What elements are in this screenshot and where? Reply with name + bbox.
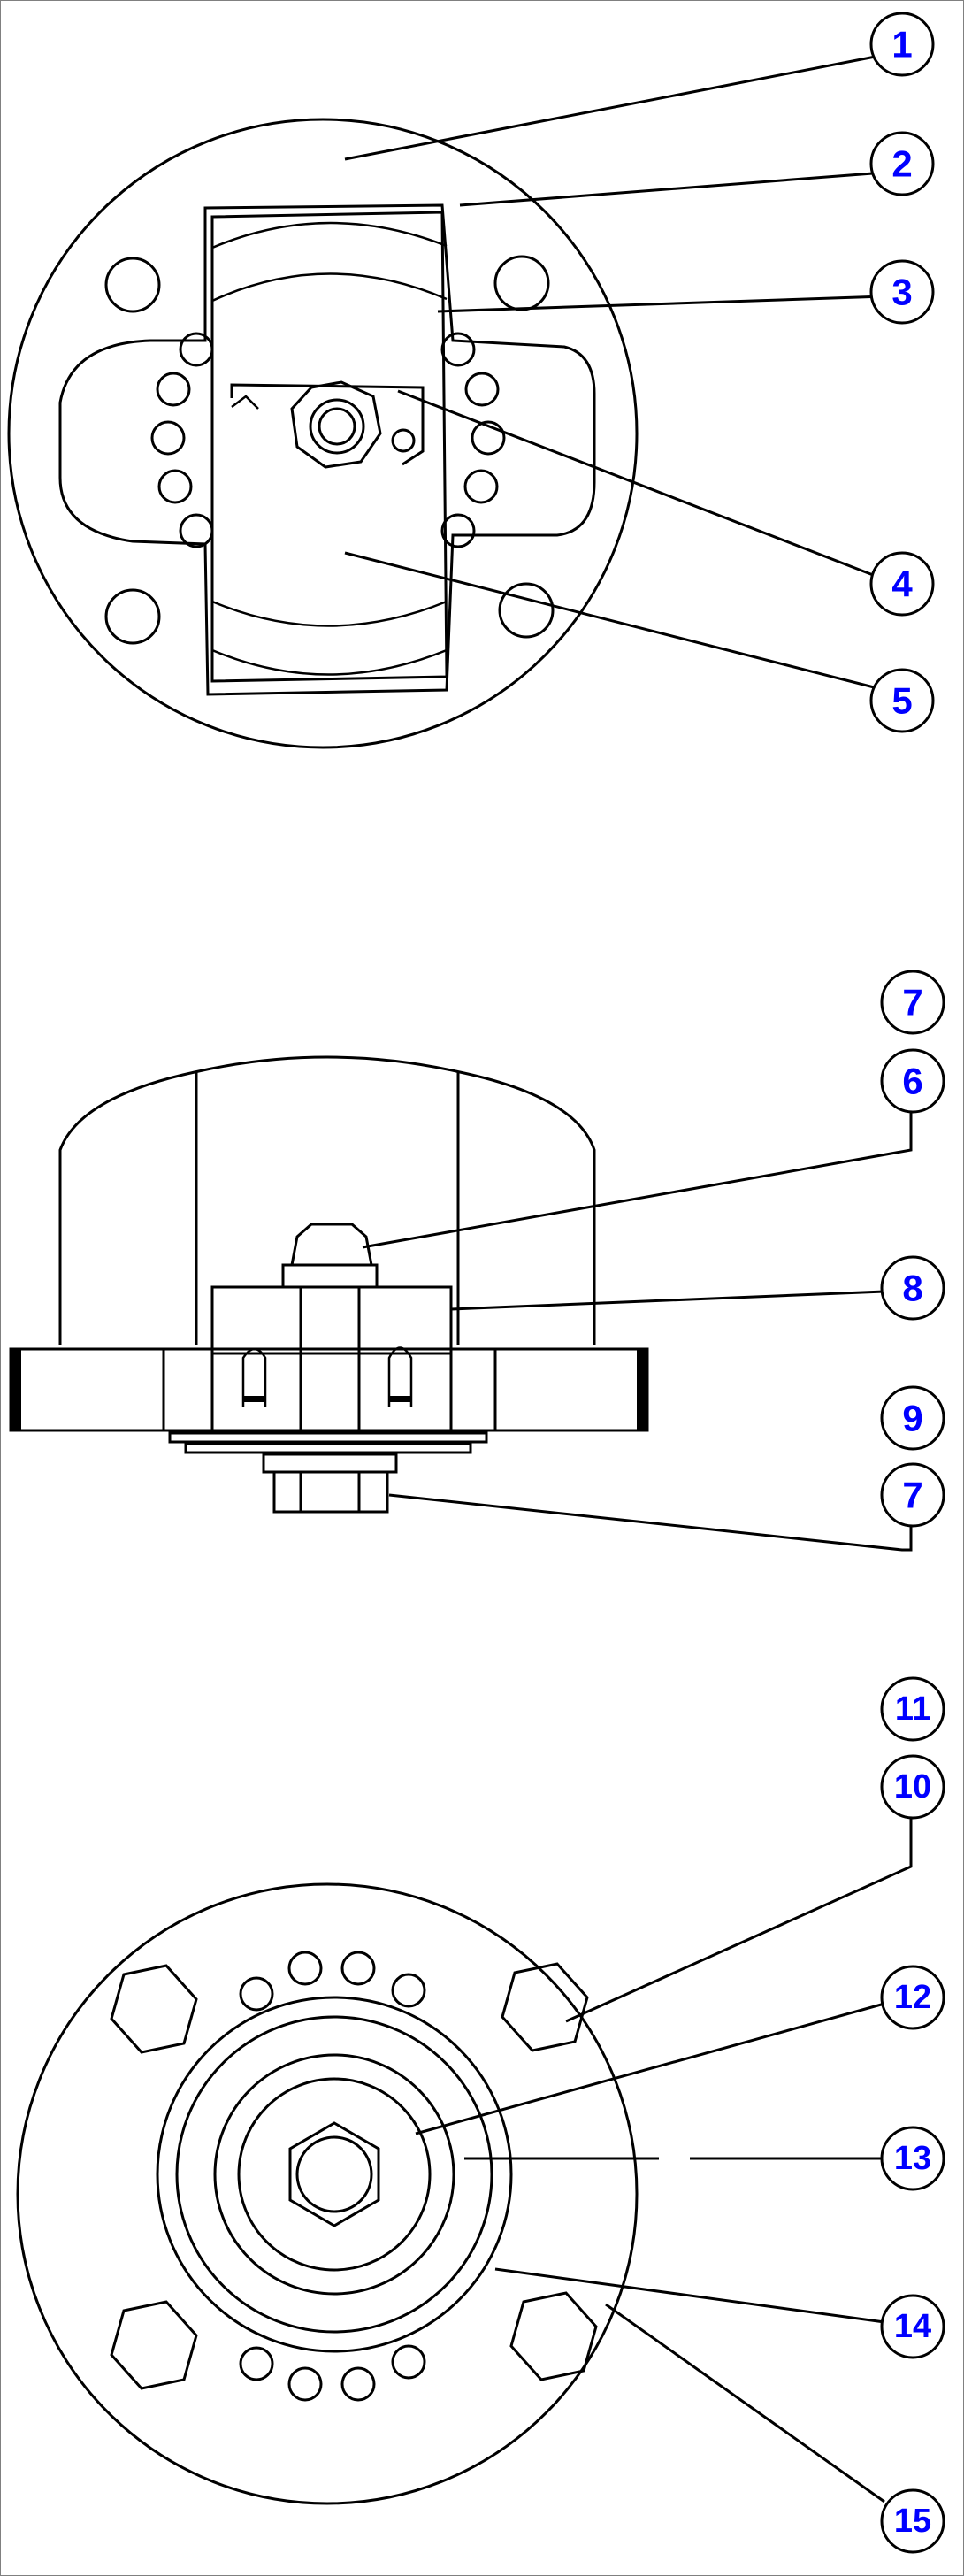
callout-6: 6 [880,1048,945,1114]
roller-bearing [150,332,506,548]
flange-edge-right [637,1349,647,1430]
svg-text:9: 9 [902,1398,922,1439]
svg-text:13: 13 [894,2140,931,2177]
callout-2: 2 [869,131,935,196]
bearing-block [210,1285,453,1432]
svg-text:4: 4 [891,564,913,605]
svg-text:10: 10 [894,1768,931,1806]
svg-text:8: 8 [902,1268,922,1309]
bolt-hole-bottom-right [498,582,555,639]
shim [262,1453,398,1474]
callout-1: 1 [869,12,935,77]
callout-13: 13 [880,2126,945,2191]
view-2-side-view [9,1055,649,1514]
lower-nut [272,1470,389,1514]
port-holes [239,1951,426,2402]
bolt-hole-top-left [104,257,161,313]
svg-text:12: 12 [894,1979,931,2016]
svg-text:11: 11 [895,1690,930,1728]
gasket-1 [168,1431,488,1444]
callout-4: 4 [869,551,935,617]
lock-tab [231,395,259,410]
hex-bolt-top-right [501,1962,589,2052]
nut-washer [309,398,365,455]
bearing-race [213,2053,455,2296]
gasket-2 [184,1442,472,1454]
center-hex-nut [288,2121,380,2227]
callouts: 1 2 3 4 5 7 6 8 9 7 11 10 12 13 14 [869,12,945,2554]
hex-bolt-bottom-right [509,2291,598,2381]
flange-inner-profile [58,203,596,696]
callout-14: 14 [880,2294,945,2359]
bolt-hole-top-right [493,255,550,311]
svg-text:6: 6 [902,1061,922,1102]
end-plate-outline [16,1882,639,2505]
view-3-bottom-view [16,1882,639,2505]
plate-arc-top-2 [211,272,448,303]
callout-10: 10 [880,1754,945,1820]
callout-15: 15 [880,2488,945,2554]
plate-arc-top-1 [211,221,448,249]
hex-bolt-bottom-left [110,2300,198,2390]
callout-9: 9 [880,1385,945,1451]
svg-text:14: 14 [894,2308,931,2345]
callout-11: 11 [880,1676,945,1742]
svg-text:7: 7 [902,1475,922,1516]
view-1-end-view [7,118,639,749]
callout-8: 8 [880,1255,945,1321]
lock-pin [391,428,416,453]
callout-3: 3 [869,259,935,325]
seal-ring [175,2015,493,2334]
plate-arc-bottom-1 [211,600,448,627]
svg-text:1: 1 [891,24,912,65]
lock-washer [230,383,425,466]
plate-arc-bottom-2 [211,648,448,676]
shaft [299,1285,361,1435]
housing-dome [58,1055,596,1345]
bolt-hole-bottom-left [104,588,161,645]
svg-text:7: 7 [902,982,922,1024]
callout-7-top: 7 [880,970,945,1035]
washer [281,1263,379,1289]
callout-12: 12 [880,1965,945,2030]
hex-bolt-top-left [110,1964,198,2054]
callout-5: 5 [869,668,935,733]
callout-7-bottom: 7 [880,1462,945,1528]
mounting-flange [9,1347,649,1432]
flange-edge-left [11,1349,21,1430]
bolt-left [241,1347,267,1407]
inner-race [237,2077,432,2272]
svg-text:3: 3 [891,272,912,313]
outer-seal-ring [156,1996,513,2353]
nut [290,380,382,469]
bolt-right [387,1346,413,1407]
retainer-plate [210,211,448,683]
svg-text:2: 2 [891,143,912,185]
leader-lines [344,53,913,2503]
flange-outline [7,118,639,749]
shaft-end-bottom [295,2135,373,2213]
nut-6 [290,1223,373,1267]
shaft-end [318,407,356,446]
svg-text:15: 15 [894,2503,931,2540]
svg-text:5: 5 [891,680,912,722]
